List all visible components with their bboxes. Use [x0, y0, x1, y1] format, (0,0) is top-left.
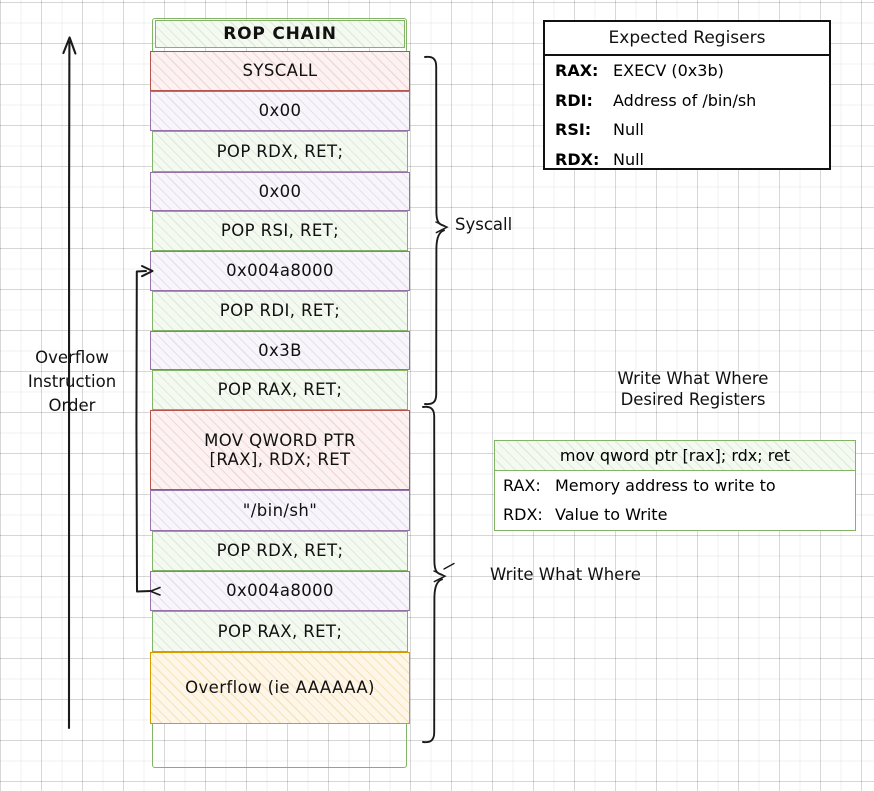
- www-gadget-title: mov qword ptr [rax]; rdx; ret: [495, 441, 855, 471]
- register-name: RAX:: [503, 476, 541, 495]
- register-value: EXECV (0x3b): [613, 61, 724, 81]
- rop-row-overflow[interactable]: Overflow (ie AAAAAA): [150, 652, 410, 724]
- rop-row-value-0x3b[interactable]: 0x3B: [150, 331, 410, 370]
- register-name: RSI:: [555, 120, 592, 140]
- register-name: RDX:: [503, 505, 543, 524]
- rop-row-pop-rax-b[interactable]: POP RAX, RET;: [152, 611, 408, 652]
- table-row: RDX: Value to Write: [495, 500, 855, 529]
- expected-registers-title: Expected Regisers: [545, 22, 829, 56]
- table-row: RSI: Null: [545, 115, 829, 145]
- rop-row-value-binsh[interactable]: "/bin/sh": [150, 490, 410, 531]
- table-row: RAX: EXECV (0x3b): [545, 56, 829, 86]
- rop-row-mov-qword-ptr[interactable]: MOV QWORD PTR[RAX], RDX; RET: [150, 410, 410, 490]
- register-value: Value to Write: [555, 505, 668, 524]
- rop-row-pop-rdx-b[interactable]: POP RDX, RET;: [152, 531, 408, 571]
- rop-row-pop-rsi[interactable]: POP RSI, RET;: [152, 211, 408, 251]
- rop-row-pop-rdi[interactable]: POP RDI, RET;: [152, 291, 408, 331]
- rop-row-pop-rdx-a[interactable]: POP RDX, RET;: [152, 131, 408, 172]
- table-row: RDX: Null: [545, 145, 829, 175]
- expected-registers-table: Expected Regisers RAX: EXECV (0x3b) RDI:…: [543, 20, 831, 170]
- rop-row-value-0x00-a[interactable]: 0x00: [150, 91, 410, 131]
- rop-row-value-addr-b[interactable]: 0x004a8000: [150, 571, 410, 611]
- write-what-where-group-label: Write What Where: [490, 565, 641, 584]
- register-value: Null: [613, 120, 644, 140]
- rop-row-pop-rax-a[interactable]: POP RAX, RET;: [152, 370, 408, 410]
- register-name: RDX:: [555, 149, 600, 169]
- rop-row-value-0x00-b[interactable]: 0x00: [150, 172, 410, 211]
- write-what-where-table: mov qword ptr [rax]; rdx; ret RAX: Memor…: [494, 440, 856, 531]
- rop-row-value-addr-a[interactable]: 0x004a8000: [150, 251, 410, 291]
- table-row: RAX: Memory address to write to: [495, 471, 855, 500]
- register-value: Null: [613, 149, 644, 169]
- rop-row-syscall[interactable]: SYSCALL: [150, 51, 410, 91]
- register-value: Memory address to write to: [555, 476, 776, 495]
- register-name: RAX:: [555, 61, 599, 81]
- rop-row-mov-qword-ptr-label: MOV QWORD PTR[RAX], RDX; RET: [204, 430, 356, 469]
- register-value: Address of /bin/sh: [613, 90, 757, 110]
- register-name: RDI:: [555, 90, 593, 110]
- table-row: RDI: Address of /bin/sh: [545, 86, 829, 116]
- rop-chain-title: ROP CHAIN: [155, 20, 405, 48]
- syscall-group-label: Syscall: [455, 215, 513, 234]
